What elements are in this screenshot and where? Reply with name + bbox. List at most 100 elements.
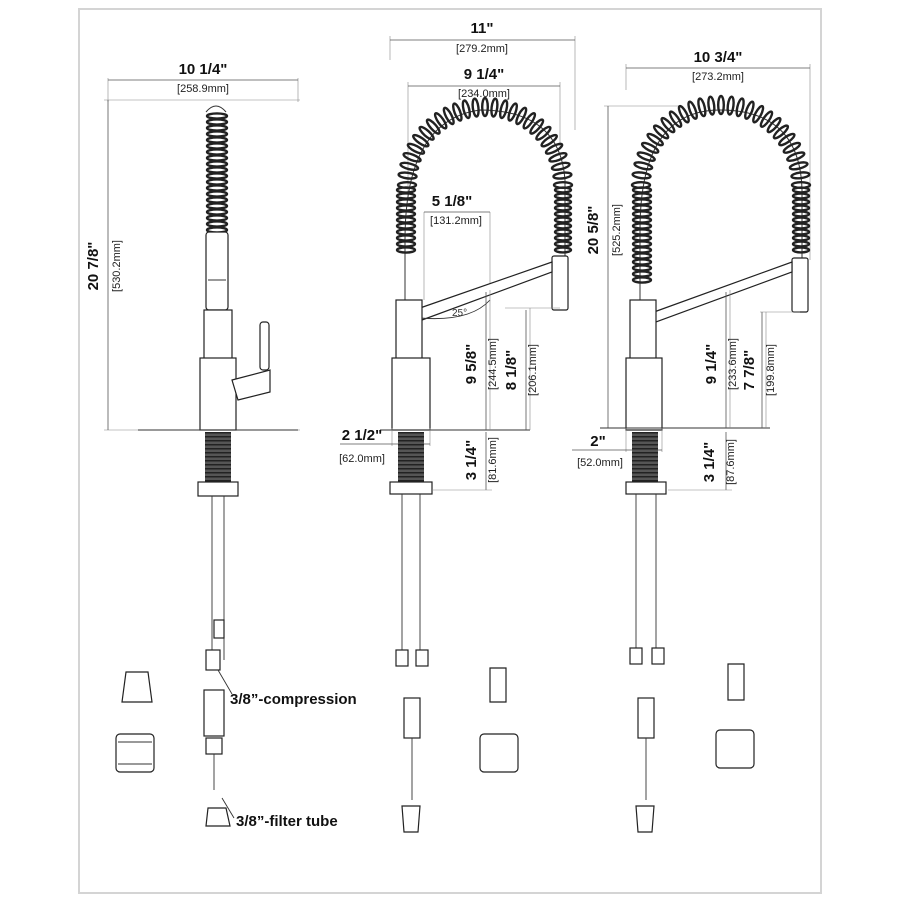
coil-ring	[418, 125, 435, 141]
coil-ring	[631, 240, 653, 248]
coil-ring	[631, 171, 652, 180]
middle-angle: 25°	[452, 308, 467, 319]
coil-ring	[735, 97, 745, 118]
right-mount-plate	[625, 481, 667, 495]
coil-ring	[205, 118, 229, 126]
coil-ring	[205, 160, 229, 168]
right-sleeve-part	[715, 729, 755, 769]
coil-ring	[631, 198, 653, 206]
front-spray-head	[205, 231, 229, 311]
coil-ring	[631, 276, 653, 284]
middle-spout-mm: [131.2mm]	[430, 215, 482, 227]
coil-ring	[481, 96, 490, 118]
callout-filter: 3/8”-filter tube	[236, 813, 338, 830]
right-spray-head	[791, 257, 809, 313]
coil-ring	[744, 100, 755, 120]
callout-compression: 3/8”-compression	[230, 691, 357, 708]
front-body	[199, 357, 237, 431]
coil-ring	[553, 216, 573, 224]
coil-ring	[205, 202, 229, 210]
coil-ring	[471, 97, 480, 118]
coil-ring	[791, 222, 811, 230]
coil-ring	[548, 152, 568, 163]
coil-ring	[544, 142, 564, 155]
coil-ring	[553, 186, 573, 194]
coil-ring	[205, 196, 229, 204]
front-compression-fitting	[203, 689, 225, 737]
coil-ring	[791, 246, 811, 254]
coil-ring	[529, 118, 545, 135]
coil-ring	[205, 220, 229, 228]
coil-ring	[395, 222, 417, 230]
coil-ring	[397, 171, 418, 180]
coil-ring	[631, 270, 653, 278]
right-width-mm: [273.2mm]	[692, 71, 744, 83]
coil-ring	[791, 210, 811, 218]
coil-ring	[791, 228, 811, 236]
coil-ring	[395, 240, 417, 248]
right-body	[625, 357, 663, 431]
right-h2-in: 7 7/8"	[741, 350, 758, 390]
coil-ring	[395, 228, 417, 236]
coil-ring	[631, 210, 653, 218]
coil-ring	[205, 166, 229, 174]
coil-ring	[788, 161, 809, 171]
middle-neck	[395, 299, 423, 361]
coil-ring	[636, 151, 656, 162]
coil-ring	[631, 204, 653, 212]
coil-ring	[535, 125, 552, 141]
middle-width-mm: [279.2mm]	[456, 43, 508, 55]
coil-ring	[553, 198, 573, 206]
middle-shank-in: 3 1/4"	[463, 440, 480, 480]
coil-ring	[752, 104, 765, 124]
coil-ring	[697, 97, 707, 118]
coil-ring	[791, 192, 811, 200]
right-compression-fitting	[637, 697, 655, 739]
coil-ring	[205, 178, 229, 186]
coil-ring	[631, 234, 653, 242]
coil-ring	[766, 116, 782, 134]
coil-ring	[498, 99, 509, 120]
coil-ring	[433, 112, 448, 130]
coil-ring	[399, 161, 420, 172]
coil-ring	[205, 136, 229, 144]
middle-spout-in: 5 1/8"	[432, 193, 472, 210]
coil-ring	[395, 192, 417, 200]
coil-ring	[772, 124, 790, 140]
middle-nut-part	[489, 667, 507, 703]
middle-h1-in: 9 5/8"	[463, 344, 480, 384]
front-shank	[205, 432, 231, 482]
right-h1-mm: [233.6mm]	[727, 338, 739, 390]
coil-ring	[205, 124, 229, 132]
middle-reach-mm: [234.0mm]	[458, 88, 510, 100]
coil-ring	[490, 97, 499, 118]
coil-ring	[553, 222, 573, 230]
right-view: 10 3/4" [273.2mm] 20 5/8" [525.2mm] 9 1/…	[572, 49, 812, 833]
front-mount-plate	[197, 481, 239, 497]
coil-ring	[553, 234, 573, 242]
coil-ring	[790, 171, 811, 180]
coil-ring	[631, 264, 653, 272]
coil-ring	[205, 190, 229, 198]
coil-ring	[631, 186, 653, 194]
right-h2-mm: [199.8mm]	[765, 344, 777, 396]
front-filter-fitting	[205, 807, 231, 827]
front-view: 10 1/4" [258.9mm] 20 7/8" [530.2mm]	[85, 61, 357, 830]
coil-ring	[631, 258, 653, 266]
middle-base-mm: [62.0mm]	[339, 453, 385, 465]
right-height-in: 20 5/8"	[585, 206, 602, 255]
coil-ring	[553, 192, 573, 200]
coil-ring	[660, 116, 676, 134]
coil-ring	[406, 142, 426, 155]
coil-ring	[552, 171, 573, 180]
coil-ring	[205, 112, 229, 120]
right-width-in: 10 3/4"	[694, 49, 743, 66]
coil-ring	[412, 133, 430, 148]
coil-ring	[395, 204, 417, 212]
front-nut-part	[121, 671, 153, 703]
coil-ring	[553, 246, 573, 254]
middle-shank-mm: [81.6mm]	[487, 437, 499, 483]
middle-width-in: 11"	[471, 20, 494, 37]
coil-ring	[778, 132, 796, 147]
coil-ring	[395, 234, 417, 242]
